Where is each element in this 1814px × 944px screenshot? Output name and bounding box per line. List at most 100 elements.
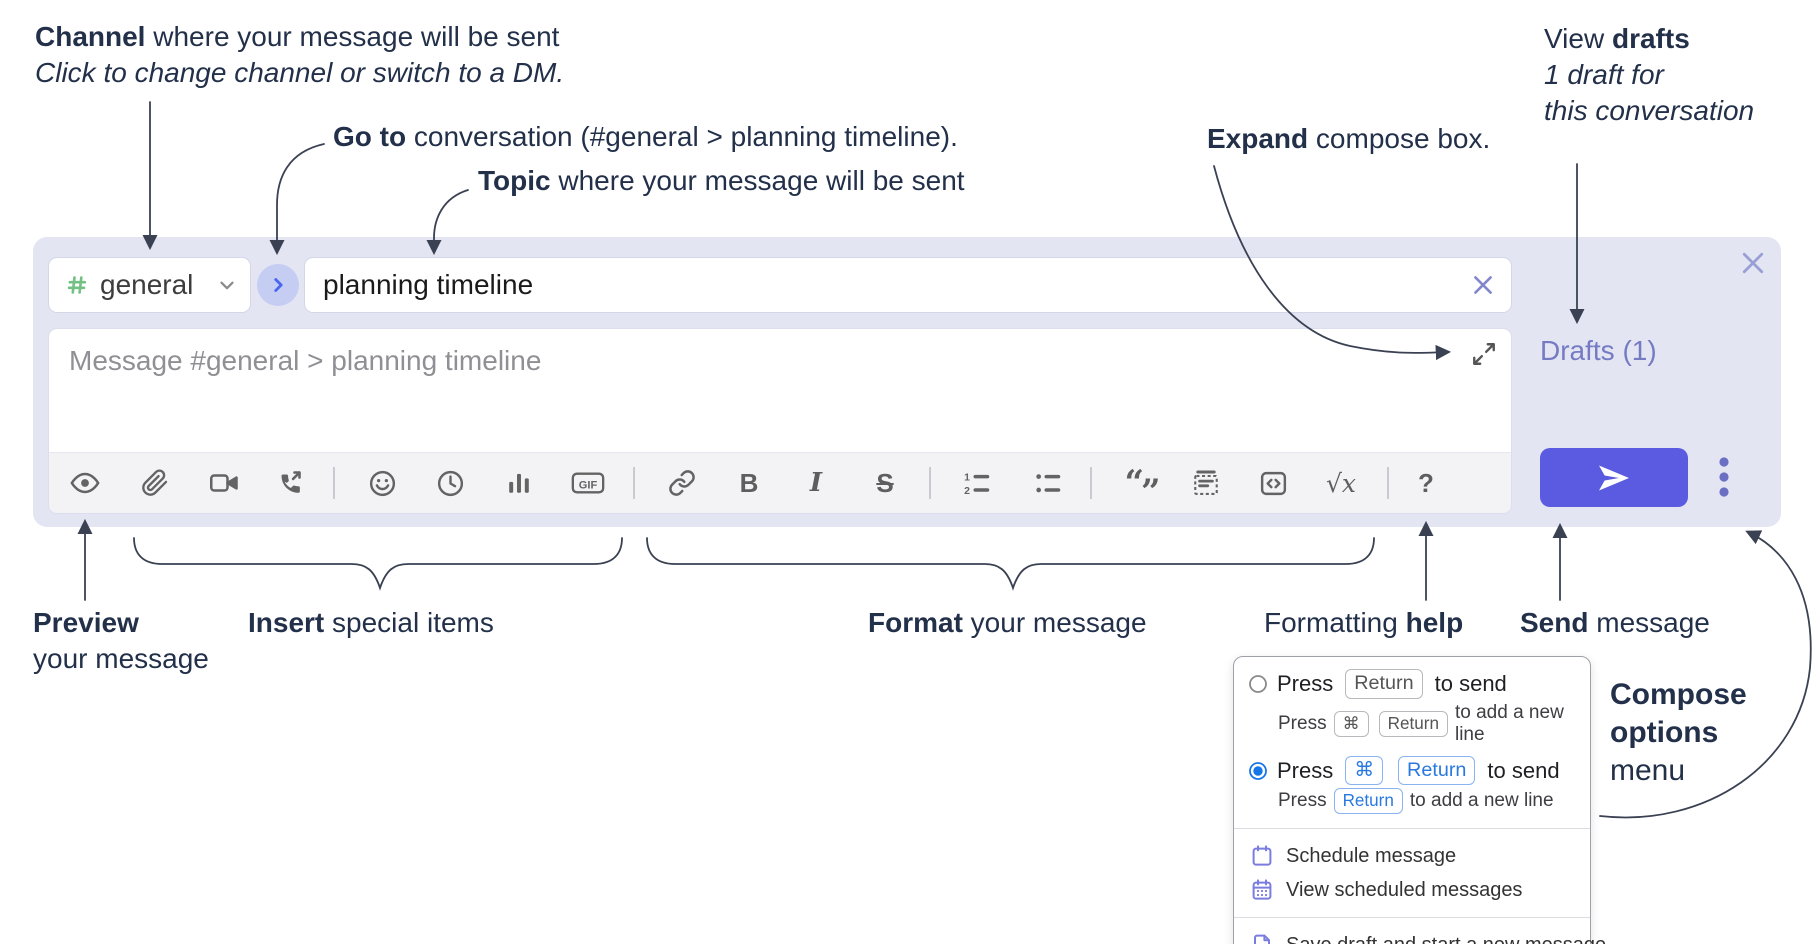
emoji-button[interactable] [360, 461, 404, 505]
radio-unselected-icon[interactable] [1248, 674, 1268, 694]
note-topic-rest: where your message will be sent [550, 165, 965, 196]
option-label-suffix: to send [1487, 757, 1560, 783]
gif-button[interactable]: GIF [566, 461, 610, 505]
code-button[interactable] [1251, 461, 1295, 505]
close-icon [1738, 248, 1768, 278]
note-insert: Insert special items [248, 606, 494, 640]
toolbar-divider [1090, 467, 1092, 499]
channel-name-label: general [100, 269, 194, 300]
gif-label: GIF [579, 479, 598, 491]
svg-text:1: 1 [964, 472, 970, 484]
strikethrough-button[interactable]: S [863, 461, 907, 505]
drafts-link[interactable]: Drafts (1) [1540, 335, 1657, 366]
chevron-right-icon [267, 274, 289, 296]
video-call-button[interactable] [202, 461, 246, 505]
eye-icon [70, 468, 100, 498]
bold-button[interactable]: B [727, 461, 771, 505]
math-button[interactable]: √x [1319, 461, 1363, 505]
math-icon: √x [1325, 468, 1357, 498]
note-drafts-line2: 1 draft for [1544, 59, 1664, 90]
phone-outgoing-icon [275, 469, 303, 497]
menu-item-schedule-message[interactable]: Schedule message [1248, 839, 1576, 873]
strikethrough-icon: S [876, 467, 894, 498]
note-channel-line1: Channel where your message will be sent [35, 20, 559, 54]
note-compose-options-line3: menu [1610, 754, 1686, 787]
channel-selector-button[interactable]: general [48, 257, 251, 313]
topic-input[interactable] [305, 269, 1463, 301]
kbd-return: Return [1333, 788, 1403, 815]
note-preview-line1: Preview [33, 606, 139, 640]
paperclip-icon [141, 469, 169, 497]
poll-button[interactable] [497, 461, 541, 505]
note-goto-rest: conversation (#general > planning timeli… [406, 121, 958, 152]
note-expand-rest: compose box. [1308, 123, 1491, 154]
note-help-bold: help [1405, 607, 1464, 638]
compose-options-menu-button[interactable] [1702, 447, 1746, 507]
kbd-return: Return [1378, 710, 1448, 737]
attach-file-button[interactable] [133, 461, 177, 505]
kbd-cmd: ⌘ [1333, 710, 1369, 737]
spoiler-button[interactable] [1184, 461, 1228, 505]
note-goto-bold: Go to [333, 121, 407, 152]
send-button[interactable] [1540, 448, 1688, 507]
option-label-press: Press [1277, 670, 1334, 696]
note-format: Format your message [868, 606, 1147, 640]
brace-insert [133, 537, 623, 591]
chevron-down-icon [216, 274, 238, 296]
bold-icon: B [739, 467, 759, 498]
gif-icon: GIF [570, 469, 606, 497]
toolbar-divider [633, 467, 635, 499]
preview-button[interactable] [63, 461, 107, 505]
note-preview-line2: your message [33, 643, 209, 674]
bulleted-list-button[interactable] [1026, 461, 1070, 505]
toolbar-divider [929, 467, 931, 499]
link-icon [668, 469, 696, 497]
expand-compose-button[interactable] [1467, 337, 1501, 371]
note-channel-line2: Click to change channel or switch to a D… [35, 57, 565, 88]
quote-close-glyph: ” [1141, 472, 1161, 512]
menu-item-save-draft[interactable]: Save draft and start a new message [1248, 928, 1606, 944]
svg-text:2: 2 [964, 485, 970, 497]
draft-section: Save draft and start a new message [1234, 917, 1606, 944]
note-topic: Topic where your message will be sent [478, 164, 965, 198]
note-expand-bold: Expand [1207, 123, 1309, 154]
close-compose-button[interactable] [1735, 245, 1771, 281]
toolbar-divider [333, 467, 335, 499]
note-help-pre: Formatting [1264, 607, 1406, 638]
connector-goto [269, 143, 325, 256]
kbd-return: Return [1345, 669, 1423, 699]
message-input[interactable] [49, 329, 1511, 447]
close-icon [1470, 272, 1496, 298]
menu-item-view-scheduled[interactable]: View scheduled messages [1248, 873, 1576, 907]
schedule-time-button[interactable] [428, 461, 472, 505]
formatting-help-button[interactable]: ? [1404, 461, 1448, 505]
clear-topic-button[interactable] [1463, 265, 1503, 305]
sub-label-press: Press [1278, 712, 1327, 734]
bar-chart-icon [505, 469, 533, 497]
video-camera-icon [209, 468, 239, 498]
hash-icon [65, 273, 89, 297]
insert-link-button[interactable] [660, 461, 704, 505]
kbd-return: Return [1398, 755, 1476, 786]
quote-button[interactable]: “” [1122, 461, 1166, 509]
italic-button[interactable]: I [794, 461, 838, 505]
radio-selected-icon[interactable] [1248, 761, 1268, 781]
note-formatting-help: Formatting help [1264, 606, 1463, 640]
calendar-icon [1250, 844, 1274, 868]
expand-icon [1471, 341, 1497, 367]
schedule-section: Schedule message View scheduled messages [1234, 828, 1590, 917]
go-to-conversation-button[interactable] [257, 264, 299, 306]
sub-label-suffix: to add a new line [1409, 790, 1554, 812]
note-drafts-bold: drafts [1611, 23, 1690, 54]
note-channel-bold: Channel [35, 21, 146, 52]
smiley-icon [368, 469, 397, 498]
note-format-rest: your message [962, 607, 1147, 638]
voice-call-button[interactable] [267, 461, 311, 505]
